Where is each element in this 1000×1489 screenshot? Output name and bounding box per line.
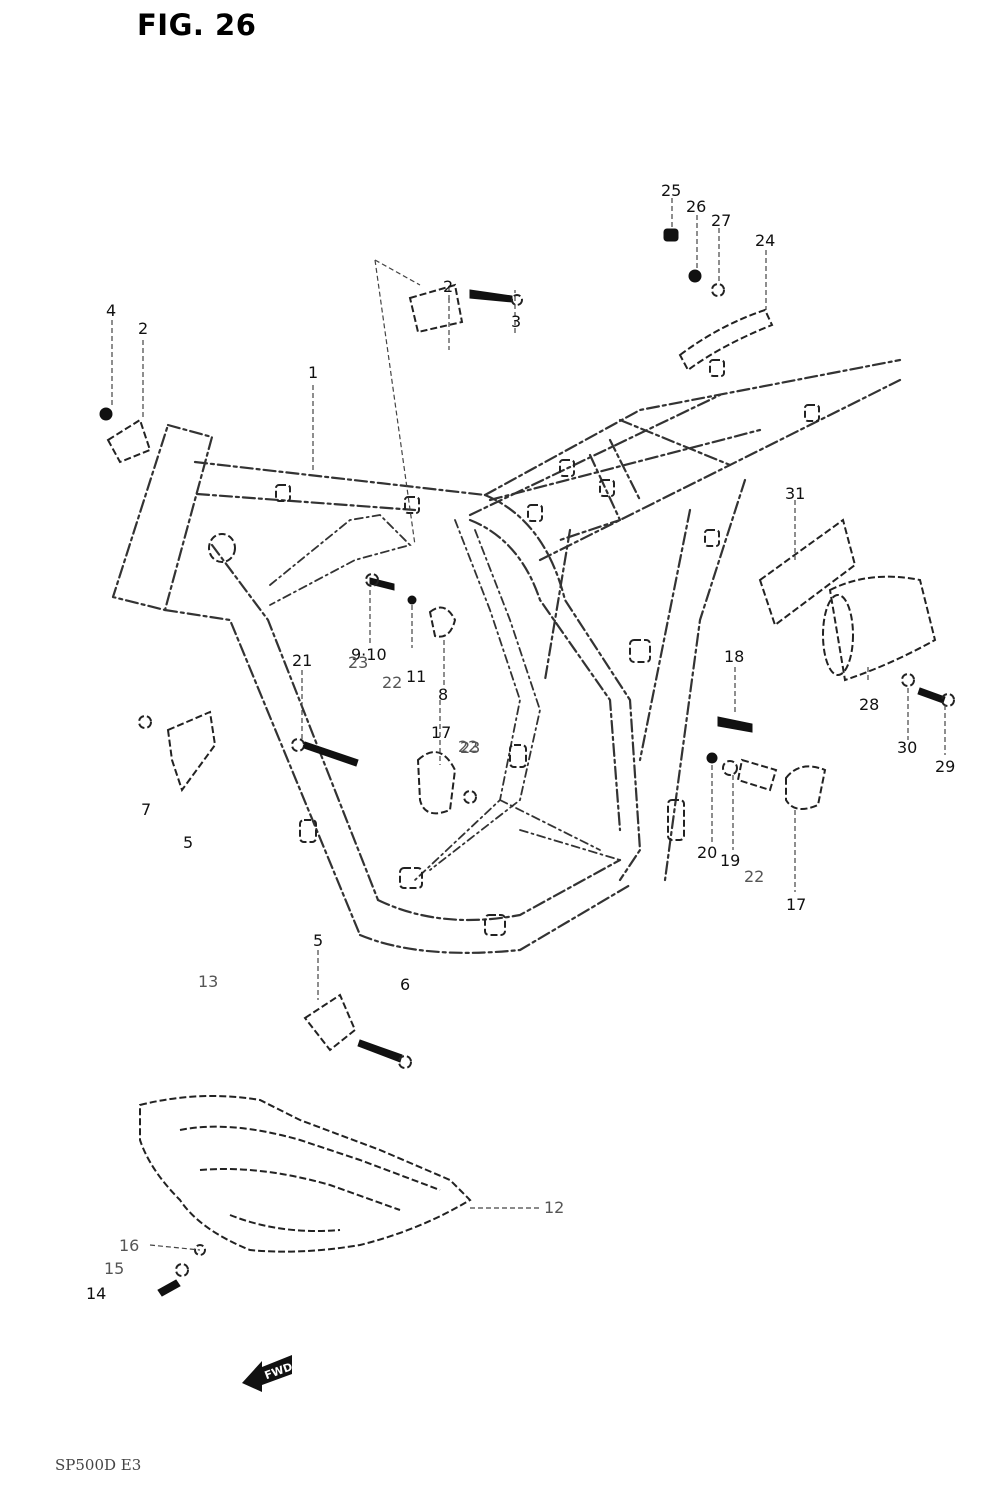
callout: 2 (443, 277, 453, 296)
callout: 23 (460, 738, 480, 757)
callout: 12 (544, 1198, 564, 1217)
callout: 17 (786, 895, 806, 914)
callout-labels: 1 2 2 3 4 5 5 6 7 8 9·10 11 12 13 14 15 … (86, 181, 955, 1303)
callout: 23 (348, 653, 368, 672)
callout: 26 (686, 197, 706, 216)
callout: 15 (104, 1259, 124, 1278)
callout: 22 (382, 673, 402, 692)
callout: 29 (935, 757, 955, 776)
callout: 17 (431, 723, 451, 742)
callout: 8 (438, 685, 448, 704)
callout: 1 (308, 363, 318, 382)
callout: 24 (755, 231, 775, 250)
callout: 31 (785, 484, 805, 503)
callout: 14 (86, 1284, 106, 1303)
callout: 9·10 (351, 645, 387, 664)
loose-parts (99, 228, 955, 1297)
callout: 27 (711, 211, 731, 230)
callout: 6 (400, 975, 410, 994)
callout: 18 (724, 647, 744, 666)
callout: 3 (511, 312, 521, 331)
callout: 20 (697, 843, 717, 862)
callout: 2 (138, 319, 148, 338)
callout: 25 (661, 181, 681, 200)
callout: 11 (406, 667, 426, 686)
callout: 13 (198, 972, 218, 991)
forward-arrow-icon: FWD (242, 1355, 294, 1392)
callout: 19 (720, 851, 740, 870)
callout: 22 (458, 737, 478, 756)
callout: 22 (744, 867, 764, 886)
footer-model-code: SP500D E3 (55, 1456, 142, 1474)
callout: 7 (141, 800, 151, 819)
callout: 5 (183, 833, 193, 852)
callout: 4 (106, 301, 116, 320)
figure-title: FIG. 26 (137, 8, 257, 42)
frame-body (111, 358, 902, 954)
callout: 30 (897, 738, 917, 757)
leader-lines (111, 198, 946, 1251)
callout: 5 (313, 931, 323, 950)
callout: 16 (119, 1236, 139, 1255)
callout: 21 (292, 651, 312, 670)
callout: 28 (859, 695, 879, 714)
forward-arrow-label: FWD (263, 1360, 294, 1382)
